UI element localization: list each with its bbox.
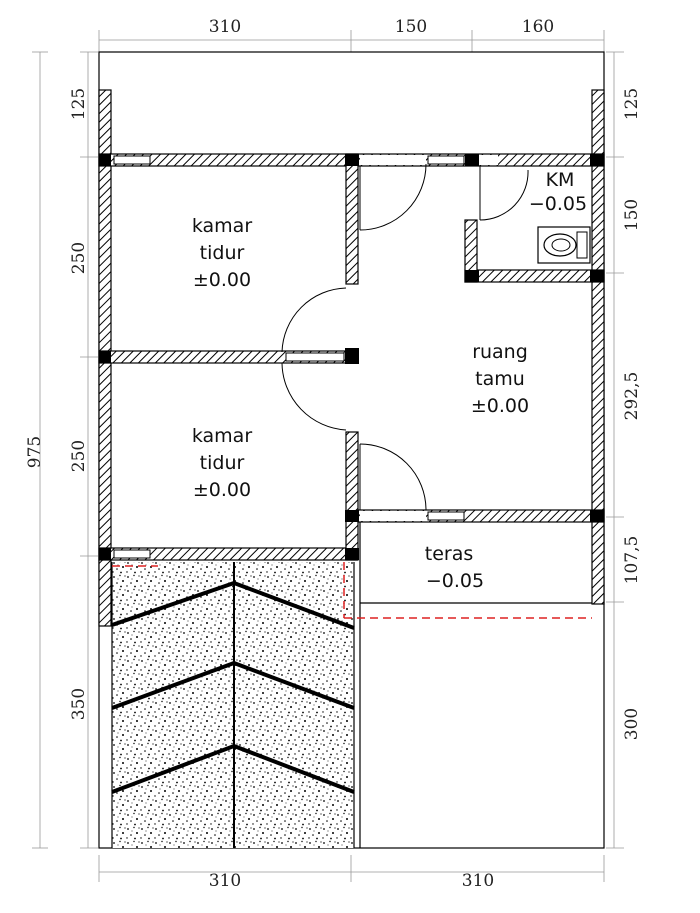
windows — [113, 155, 465, 559]
room-label-bathroom: KM −0.05 — [529, 169, 587, 215]
bedroom-1-level: ±0.00 — [193, 269, 251, 291]
dim-bottom-2: 310 — [462, 871, 494, 891]
dim-left-total: 975 — [25, 436, 45, 468]
dim-top-3: 160 — [522, 17, 554, 37]
dim-right-2: 150 — [622, 199, 642, 231]
dim-right-5: 300 — [622, 708, 642, 740]
bedroom-1-name: kamar — [192, 215, 252, 237]
dim-left-1: 125 — [69, 88, 89, 120]
terrace-level: −0.05 — [426, 570, 484, 592]
columns — [99, 154, 604, 560]
bedroom-1-name-2: tidur — [200, 242, 245, 264]
dim-right-4: 107,5 — [622, 536, 642, 585]
dim-top-1: 310 — [209, 17, 241, 37]
toilet-icon — [537, 226, 591, 264]
door-openings — [347, 155, 498, 521]
dim-left-4: 350 — [69, 688, 89, 720]
room-label-bedroom-2: kamar tidur ±0.00 — [192, 425, 252, 501]
bathroom-name: KM — [546, 169, 575, 191]
bedroom-2-level: ±0.00 — [193, 479, 251, 501]
terrace-name: teras — [425, 543, 474, 565]
living-name-2: tamu — [475, 368, 525, 390]
bedroom-2-name: kamar — [192, 425, 252, 447]
dim-right-3: 292,5 — [622, 372, 642, 421]
living-name: ruang — [472, 341, 528, 363]
dim-left-3: 250 — [69, 440, 89, 472]
bedroom-2-name-2: tidur — [200, 452, 245, 474]
room-label-living: ruang tamu ±0.00 — [471, 341, 529, 417]
room-label-bedroom-1: kamar tidur ±0.00 — [192, 215, 252, 291]
door-swings — [281, 163, 529, 511]
bathroom-level: −0.05 — [529, 193, 587, 215]
room-label-terrace: teras −0.05 — [425, 543, 484, 592]
dimension-lines — [32, 30, 624, 882]
dim-left-2: 250 — [69, 242, 89, 274]
dim-right-1: 125 — [622, 88, 642, 120]
living-level: ±0.00 — [471, 395, 529, 417]
dim-bottom-1: 310 — [209, 871, 241, 891]
carport-paving — [111, 562, 355, 848]
dim-top-2: 150 — [395, 17, 427, 37]
